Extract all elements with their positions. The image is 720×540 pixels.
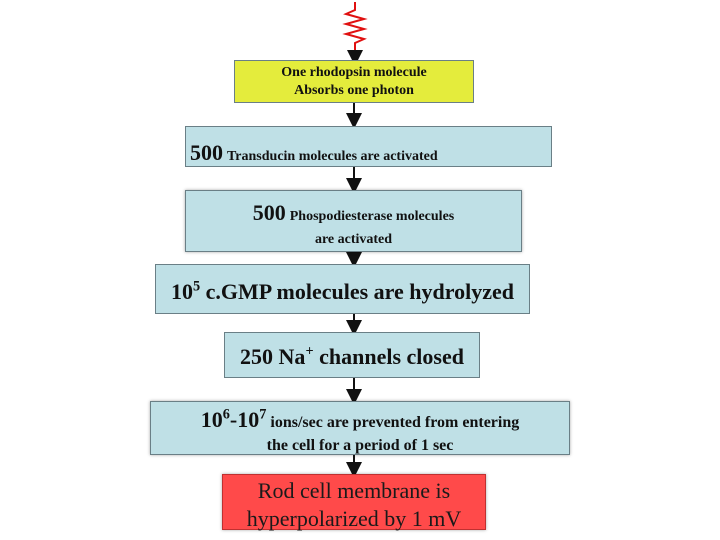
step-na-pre: 250 Na [240,344,306,369]
step-ions-exp2: 7 [259,406,267,423]
step-ions-dash: -10 [229,407,260,432]
step-transducin-number: 500 [190,140,223,165]
step-ions-box: 106-107 ions/sec are prevented from ente… [150,401,570,455]
step-na-charge: + [305,343,314,360]
step-rhodopsin-line2: Absorbs one photon [294,82,414,98]
step-na-channels-box: 250 Na+ channels closed [224,332,480,378]
step-na-post: channels closed [319,344,464,369]
step-transducin-text: Transducin molecules are activated [227,149,438,164]
step-ions-base1: 10 [200,407,223,432]
step-cgmp-base: 10 [170,279,193,304]
step-cgmp-box: 105 c.GMP molecules are hydrolyzed [155,264,530,314]
step-cgmp-text: c.GMP molecules are hydrolyzed [205,279,514,304]
step-ions-line2: the cell for a period of 1 sec [266,436,454,454]
step-hyperpolarized-line2: hyperpolarized by 1 mV [246,505,462,531]
step-hyperpolarized-box: Rod cell membrane is hyperpolarized by 1… [222,474,486,531]
step-ions-exp1: 6 [222,406,230,423]
step-rhodopsin-line1: One rhodopsin molecule [281,65,427,80]
step-transducin-box: 500 Transducin molecules are activated [185,126,552,167]
step-hyperpolarized-line1: Rod cell membrane is [257,478,451,503]
step-pde-number: 500 [252,200,286,225]
step-pde-text: Phospodiesterase molecules [289,209,455,224]
step-cgmp-exponent: 5 [192,278,201,295]
zigzag-photon-icon [342,2,368,66]
step-pde-box: 500 Phospodiesterase molecules are activ… [185,190,522,252]
step-ions-text: ions/sec are prevented from entering [270,414,520,431]
step-pde-line2: are activated [314,231,393,247]
step-rhodopsin-box: One rhodopsin molecule Absorbs one photo… [234,60,474,103]
